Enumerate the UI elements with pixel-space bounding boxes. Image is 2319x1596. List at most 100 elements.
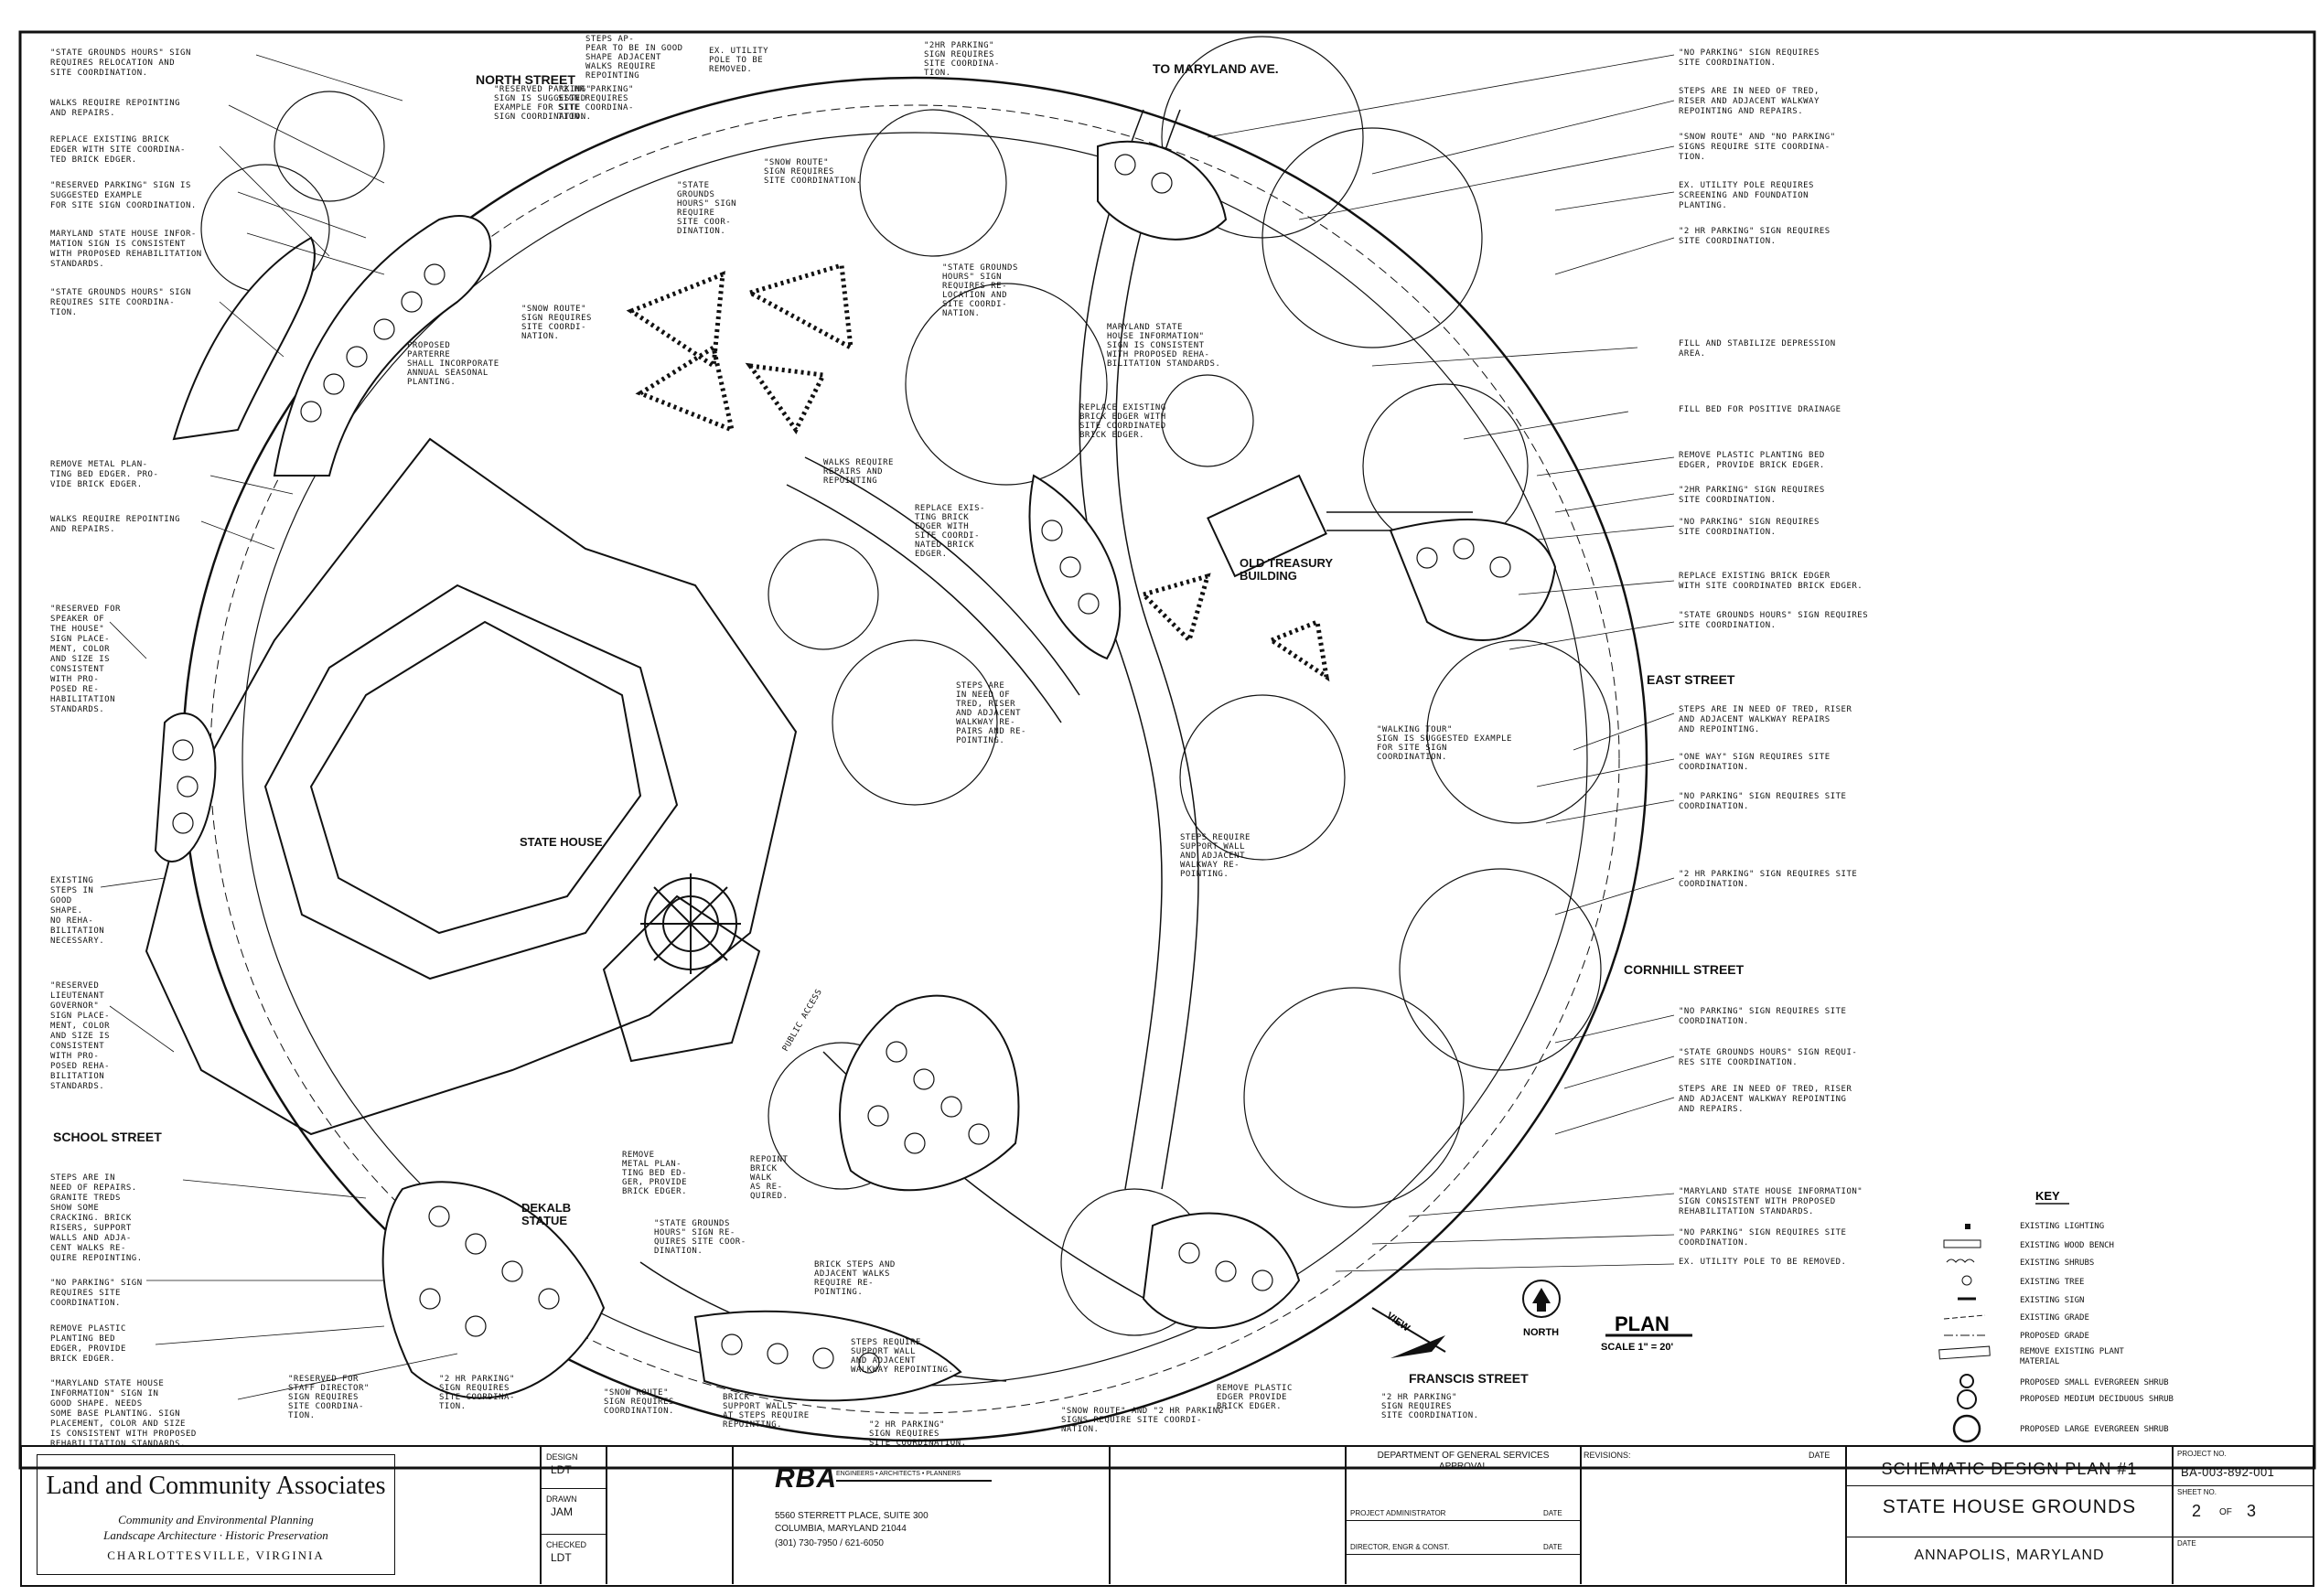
street-east: EAST STREET <box>1647 672 1735 687</box>
legend-key: KEY EXISTING LIGHTING EXISTING WOOD BENCH… <box>1938 1189 2174 1443</box>
right-note: EX. UTILITY POLE TO BE REMOVED. <box>1679 1258 1846 1267</box>
key-item: REMOVE EXISTING PLANT <box>2020 1347 2124 1356</box>
key-item: PROPOSED LARGE EVERGREEN SHRUB <box>2020 1425 2169 1434</box>
firm-city: CHARLOTTESVILLE, VIRGINIA <box>107 1548 325 1562</box>
existing-trees <box>200 36 1611 1336</box>
street-north: NORTH STREET <box>476 72 575 87</box>
lca-logo-box: Land and Community Associates Community … <box>37 1454 395 1575</box>
key-title: KEY <box>2035 1189 2060 1203</box>
old-treasury-building <box>1207 474 1327 578</box>
leader-lines <box>100 54 1675 1400</box>
key-item: EXISTING WOOD BENCH <box>2020 1241 2114 1250</box>
key-item: EXISTING LIGHTING <box>2020 1222 2104 1231</box>
rba-logo: RBA <box>775 1463 837 1494</box>
left-note: MARYLAND STATE HOUSE INFOR-MATION SIGN I… <box>50 230 202 269</box>
right-note: FILL BED FOR POSITIVE DRAINAGE <box>1679 405 1841 414</box>
revisions-block: REVISIONS: DATE <box>1580 1447 1847 1584</box>
key-item: MATERIAL <box>2020 1357 2059 1366</box>
shrub-masses <box>154 140 1557 1402</box>
rba-block: RBA ENGINEERS • ARCHITECTS • PLANNERS 55… <box>732 1447 1111 1584</box>
street-cornhill: CORNHILL STREET <box>1624 962 1745 977</box>
key-item: EXISTING GRADE <box>2020 1313 2089 1323</box>
view-arrow: VIEW <box>1371 1307 1446 1358</box>
key-item: EXISTING SHRUBS <box>2020 1259 2094 1268</box>
sheet-number: 2 <box>2192 1502 2202 1520</box>
title-block <box>20 1445 2314 1587</box>
firm-services-1: Community and Environmental Planning <box>118 1513 314 1526</box>
drawing-title-block: SCHEMATIC DESIGN PLAN #1 STATE HOUSE GRO… <box>1847 1447 2174 1584</box>
svg-text:PLAN: PLAN <box>1615 1312 1669 1335</box>
key-item: PROPOSED SMALL EVERGREEN SHRUB <box>2020 1378 2169 1387</box>
street-francis: FRANSCIS STREET <box>1409 1371 1529 1386</box>
project-title: STATE HOUSE GROUNDS <box>1882 1496 2137 1517</box>
sheet-total: 3 <box>2247 1502 2257 1520</box>
designer-cells: DESIGN LDT DRAWN JAM CHECKED LDT <box>540 1447 607 1584</box>
label-old-treasury-1: OLD TREASURY <box>1240 556 1333 570</box>
left-note: REMOVE METAL PLAN-TING BED EDGER. PRO-VI… <box>50 460 158 489</box>
plan-label: PLAN SCALE 1" = 20' <box>1601 1312 1692 1353</box>
key-item: PROPOSED GRADE <box>2020 1332 2089 1341</box>
plan-scale: SCALE 1" = 20' <box>1601 1342 1673 1353</box>
key-item: EXISTING TREE <box>2020 1278 2084 1287</box>
project-location: ANNAPOLIS, MARYLAND <box>1914 1548 2105 1563</box>
label-old-treasury-2: BUILDING <box>1240 569 1297 583</box>
label-state-house: STATE HOUSE <box>520 835 603 849</box>
label-dekalb-1: DEKALB <box>521 1201 571 1215</box>
right-note: STEPS ARE IN NEED OF TRED,RISER AND ADJA… <box>1679 87 1820 116</box>
key-item: EXISTING SIGN <box>2020 1296 2084 1305</box>
view-label: VIEW <box>1384 1311 1412 1334</box>
inner-note: "SNOW ROUTE" AND "2 HR PARKING"SIGNS REQ… <box>1061 1407 1229 1434</box>
north-arrow: NORTH <box>1522 1280 1561 1338</box>
firm-name: Land and Community Associates <box>46 1472 386 1500</box>
sheet-border <box>18 30 2316 1470</box>
label-public-access: PUBLIC ACCESS <box>781 988 824 1054</box>
parterre-beds <box>626 262 1330 682</box>
firm-services-2: Landscape Architecture · Historic Preser… <box>103 1528 328 1542</box>
street-school: SCHOOL STREET <box>53 1130 162 1144</box>
